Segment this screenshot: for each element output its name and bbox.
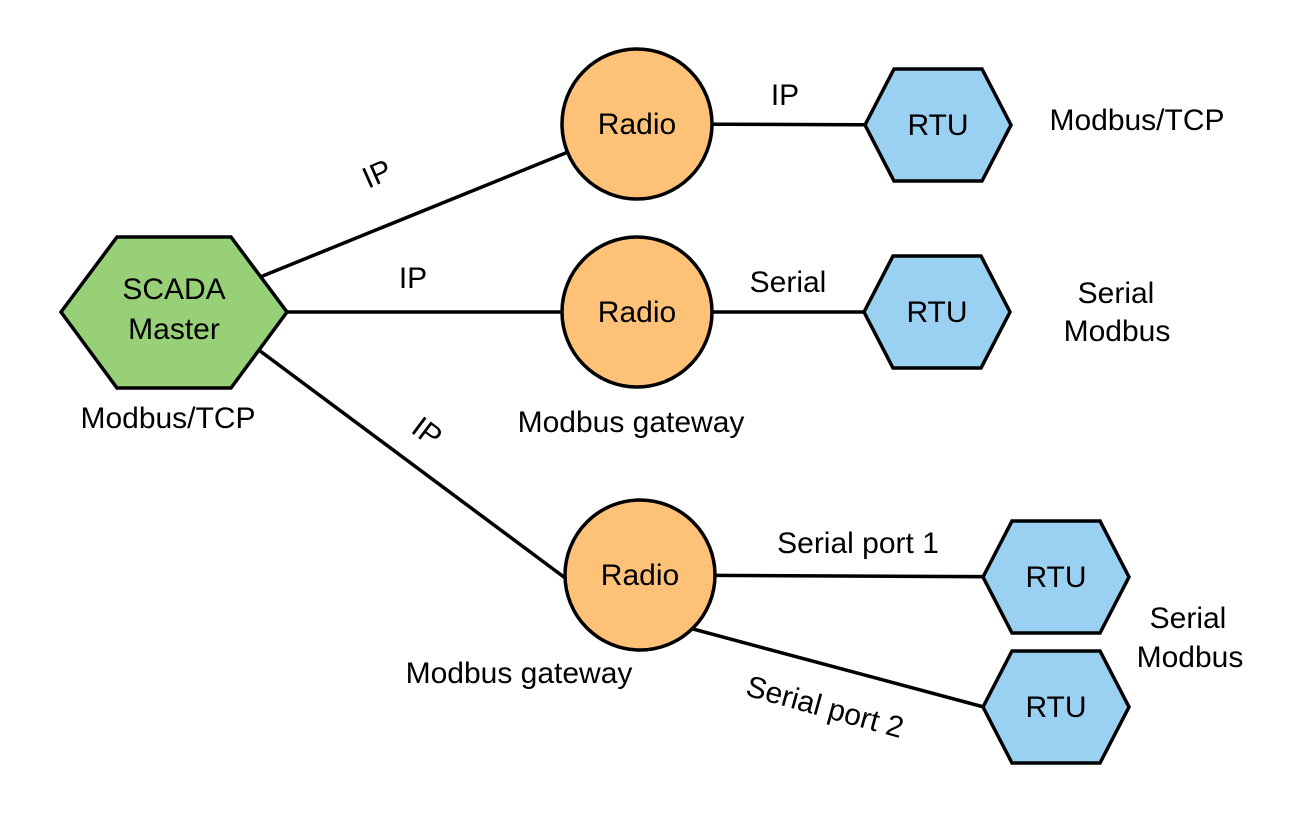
radio2-circle <box>560 235 714 389</box>
link-label-scada-radio3: IP <box>405 411 448 454</box>
rtu1-caption: Modbus/TCP <box>1049 104 1224 137</box>
link-label-scada-radio2: IP <box>399 262 427 295</box>
link-scada-radio3 <box>250 343 582 591</box>
node-labels: SCADA Master Radio Radio Radio RTU RTU R… <box>122 108 1086 724</box>
nodes <box>58 47 1131 765</box>
scada-label-line2: Master <box>128 313 220 346</box>
link-radio3-rtu4 <box>691 627 997 712</box>
captions: Modbus/TCP Modbus/TCP Serial Modbus Modb… <box>80 104 1243 690</box>
rtu4-label: RTU <box>1025 691 1086 724</box>
radio1-label: Radio <box>598 108 676 141</box>
link-label-radio2-rtu2: Serial <box>750 266 827 299</box>
scada-caption: Modbus/TCP <box>80 402 255 435</box>
rtu3-label: RTU <box>1025 561 1086 594</box>
rtu1-label: RTU <box>907 109 968 142</box>
radio2-caption: Modbus gateway <box>518 406 745 439</box>
rtu2-caption-line1: Serial <box>1078 277 1155 310</box>
rtu3-hexagon <box>981 519 1131 635</box>
rtu1-hexagon <box>863 67 1013 183</box>
rtu2-hexagon <box>862 254 1012 370</box>
link-label-radio1-rtu1: IP <box>771 79 799 112</box>
rtu34-caption-line1: Serial <box>1150 602 1227 635</box>
radio3-label: Radio <box>601 559 679 592</box>
radio3-caption: Modbus gateway <box>406 657 633 690</box>
radio2-label: Radio <box>598 296 676 329</box>
rtu4-hexagon <box>981 649 1131 765</box>
link-label-radio3-rtu3: Serial port 1 <box>777 527 939 560</box>
link-label-scada-radio1: IP <box>358 154 397 196</box>
radio3-circle <box>563 498 717 652</box>
scada-master-hexagon <box>58 235 290 390</box>
rtu2-label: RTU <box>906 296 967 329</box>
radio1-circle <box>560 47 714 201</box>
scada-label-line1: SCADA <box>122 273 225 306</box>
rtu34-caption-line2: Modbus <box>1137 641 1244 674</box>
rtu2-caption-line2: Modbus <box>1064 315 1171 348</box>
